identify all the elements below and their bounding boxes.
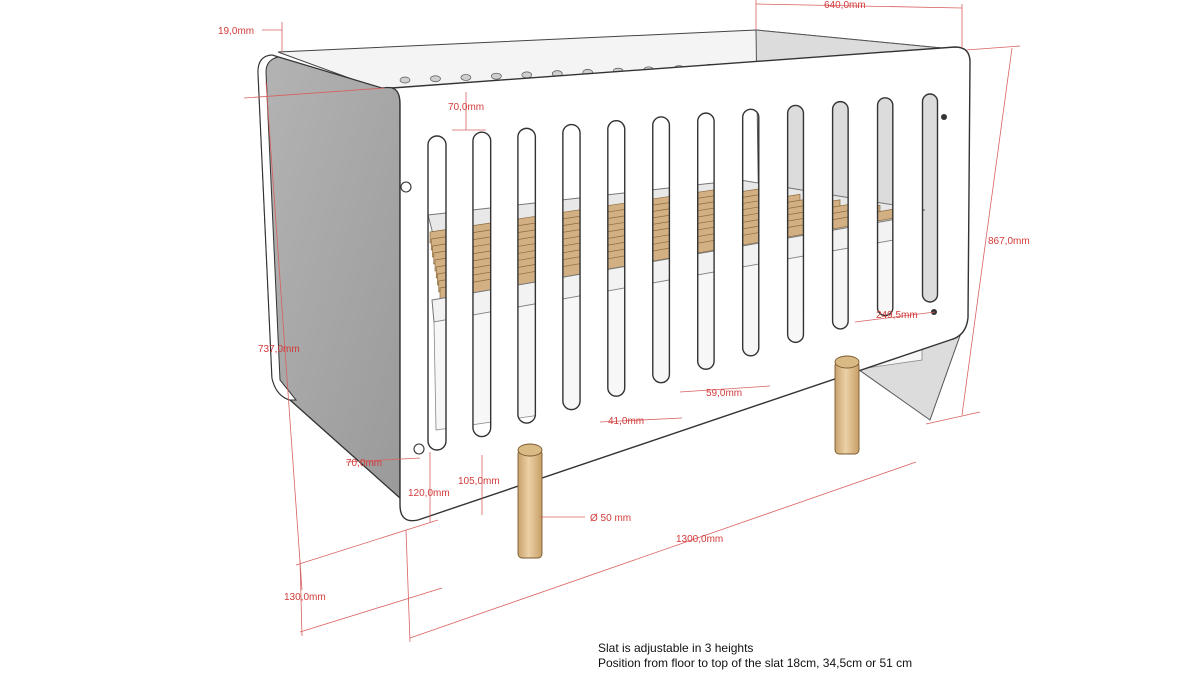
dim-panel-thickness: 19,0mm [218, 26, 254, 37]
dimension-lines [243, 0, 1021, 643]
dim-slat-gap: 59,0mm [706, 388, 742, 399]
dim-depth: 640,0mm [824, 0, 866, 11]
hole-bottom-left [413, 443, 425, 455]
dim-slat-width: 41,0mm [608, 416, 644, 427]
dim-bottom-rail: 70,0mm [346, 458, 382, 469]
hole-top-left [400, 181, 412, 193]
legs [517, 355, 860, 559]
hole-top-right [941, 114, 947, 120]
back-slat-top [521, 71, 533, 79]
dim-top-rail: 70,0mm [448, 102, 484, 113]
leg-front-right [834, 355, 860, 455]
dim-bottom-105: 105,0mm [458, 476, 500, 487]
back-slat-top [460, 74, 472, 81]
left-panel-edge [257, 54, 298, 401]
back-slat-top [430, 75, 441, 83]
back-slat-top [399, 76, 411, 84]
panel-holes [400, 114, 947, 455]
dim-total-height: 867,0mm [988, 236, 1030, 247]
dim-leg-height: 130,0mm [284, 592, 326, 603]
diagram-caption: Slat is adjustable in 3 heights Position… [598, 641, 912, 671]
left-end-panel [257, 54, 401, 500]
back-slat-top [491, 72, 502, 80]
caption-line-1: Slat is adjustable in 3 heights [598, 641, 754, 655]
dimension-labels: 19,0mm 640,0mm 70,0mm 867,0mm 737,0mm 24… [218, 0, 1030, 603]
dim-frame-height: 737,0mm [258, 344, 300, 355]
front-long-panel [391, 46, 971, 522]
caption-line-2: Position from floor to top of the slat 1… [598, 656, 913, 670]
dim-leg-diameter: Ø 50 mm [590, 513, 631, 524]
leg-front-left [517, 443, 543, 559]
dim-headboard-gap: 249,5mm [876, 310, 918, 321]
dim-length: 1300,0mm [676, 534, 723, 545]
dim-bottom-120: 120,0mm [408, 488, 450, 499]
